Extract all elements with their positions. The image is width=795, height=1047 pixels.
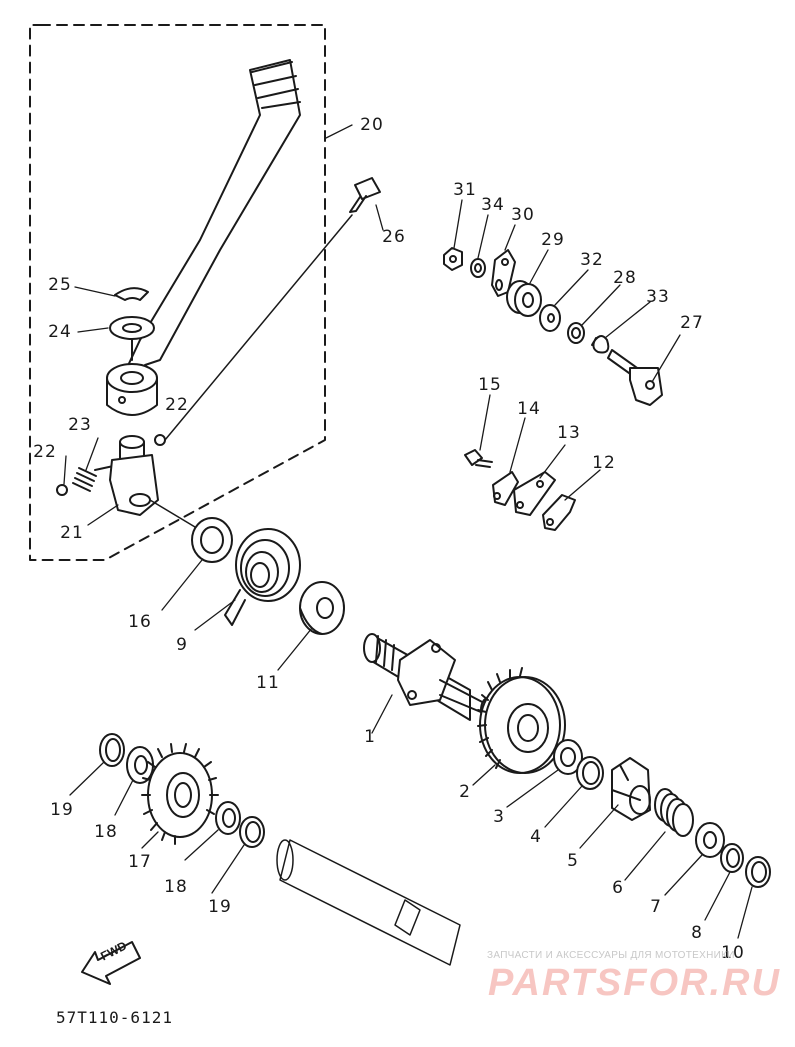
callout-3: 3: [493, 807, 505, 827]
kick-gear-2: [477, 667, 566, 774]
watermark-tagline: ЗАПЧАСТИ И АКСЕССУАРЫ ДЛЯ МОТОТЕХНИКИ: [487, 950, 735, 961]
ratchet-wheel-5: [611, 757, 651, 821]
callout-30: 30: [511, 205, 535, 225]
bolt-15: [464, 449, 493, 468]
circlip-25: [114, 287, 149, 301]
watermark-brand: PARTSFOR.RU: [488, 962, 781, 1004]
callout-11: 11: [256, 673, 280, 693]
callout-33: 33: [646, 287, 670, 307]
callout-4: 4: [530, 827, 542, 847]
torsion-spring-9: [224, 528, 301, 626]
callout-32: 32: [580, 250, 604, 270]
idle-gear-17: [141, 743, 219, 845]
callout-18a: 18: [94, 822, 118, 842]
callout-28: 28: [613, 268, 637, 288]
callout-17: 17: [128, 852, 152, 872]
callout-29: 29: [541, 230, 565, 250]
callout-10: 10: [721, 943, 745, 963]
callout-14: 14: [517, 399, 541, 419]
callout-22b: 22: [33, 442, 57, 462]
callout-25: 25: [48, 275, 72, 295]
washer-18a: [126, 746, 154, 784]
washer-3: [553, 739, 583, 775]
callout-23: 23: [68, 415, 92, 435]
ball-22b: [56, 484, 68, 496]
callout-27: 27: [680, 313, 704, 333]
circlip-28: [567, 322, 585, 344]
callout-1: 1: [364, 727, 376, 747]
callout-2: 2: [459, 782, 471, 802]
callout-19a: 19: [50, 800, 74, 820]
callout-34: 34: [481, 195, 505, 215]
plate-13: [513, 471, 556, 516]
callout-22a: 22: [165, 395, 189, 415]
callout-20: 20: [360, 115, 384, 135]
ball-22a: [154, 434, 166, 446]
callout-18b: 18: [164, 877, 188, 897]
washer-32: [539, 304, 561, 332]
callout-9: 9: [176, 635, 188, 655]
fwd-arrow: [81, 941, 141, 985]
stopper-12: [542, 494, 576, 531]
washer-18b: [215, 801, 241, 835]
callout-26: 26: [382, 227, 406, 247]
callout-6: 6: [612, 878, 624, 898]
callout-13: 13: [557, 423, 581, 443]
spring-6: [654, 788, 694, 837]
washer-24: [109, 316, 155, 361]
bearing-29: [506, 280, 542, 317]
leader-lines: [63, 124, 753, 939]
kick-boss-21: [109, 435, 201, 531]
spring-33: [591, 335, 610, 354]
bolt-26: [164, 177, 381, 441]
washer-7: [695, 822, 725, 858]
idler-shaft: [276, 839, 461, 966]
guide-11: [299, 581, 345, 635]
callout-21: 21: [60, 523, 84, 543]
kick-axle-1: [363, 633, 496, 723]
callout-12: 12: [592, 453, 616, 473]
oil-seal-16: [191, 517, 233, 563]
callout-24: 24: [48, 322, 72, 342]
part-code: 57T110-6121: [56, 1008, 173, 1027]
callout-31: 31: [453, 180, 477, 200]
callout-7: 7: [650, 897, 662, 917]
callout-8: 8: [691, 923, 703, 943]
callout-19b: 19: [208, 897, 232, 917]
callout-5: 5: [567, 851, 579, 871]
plate-14: [492, 471, 519, 506]
kick-crank-arm: [106, 59, 301, 416]
washer-34: [470, 258, 486, 278]
nut-31: [443, 247, 463, 271]
shaft-27: [607, 349, 663, 406]
callout-16: 16: [128, 612, 152, 632]
callout-15: 15: [478, 375, 502, 395]
